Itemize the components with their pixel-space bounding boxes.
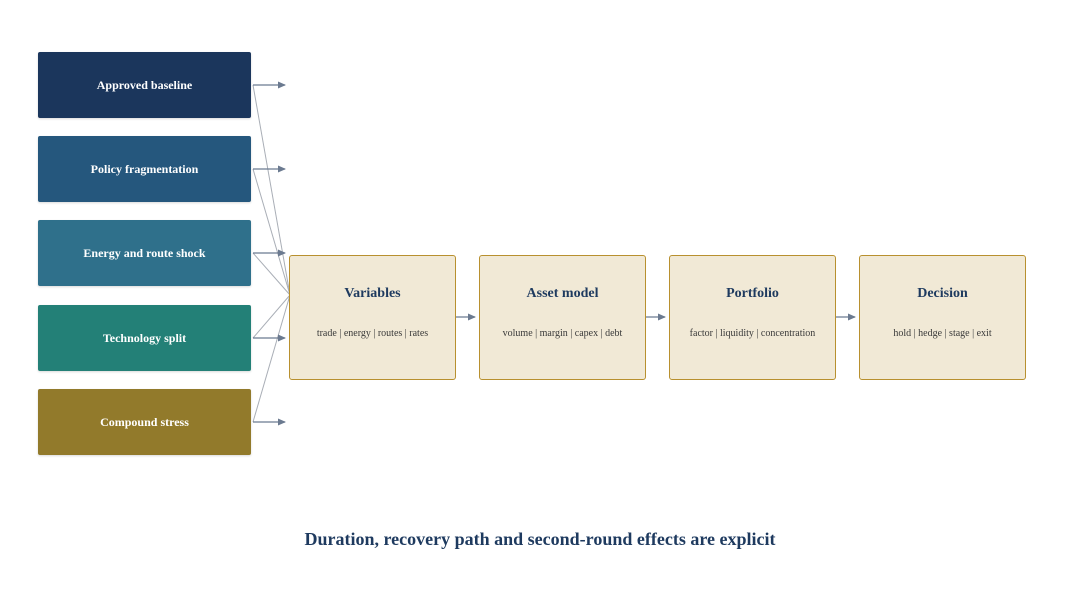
scenario-stub-arrows xyxy=(253,81,286,426)
fan-line-1 xyxy=(252,168,291,296)
stage-asset-model: Asset model volume | margin | capex | de… xyxy=(479,255,646,380)
scenario-label: Policy fragmentation xyxy=(90,161,199,176)
stage-subtitle: hold | hedge | stage | exit xyxy=(893,328,992,339)
scenario-label: Technology split xyxy=(102,330,187,345)
scenario-policy-fragmentation: Policy fragmentation xyxy=(38,136,251,202)
scenario-label: Energy and route shock xyxy=(83,245,206,260)
stage-title: Portfolio xyxy=(726,286,779,301)
fan-line-2 xyxy=(252,252,291,296)
fan-line-3 xyxy=(252,294,291,339)
stage-title: Variables xyxy=(344,286,401,301)
stage-portfolio: Portfolio factor | liquidity | concentra… xyxy=(669,255,836,380)
scenario-label: Approved baseline xyxy=(96,77,193,92)
scenario-fan-lines xyxy=(252,84,291,423)
stage-decision: Decision hold | hedge | stage | exit xyxy=(859,255,1026,380)
scenario-approved-baseline: Approved baseline xyxy=(38,52,251,118)
stage-subtitle: factor | liquidity | concentration xyxy=(689,328,816,339)
stage-variables: Variables trade | energy | routes | rate… xyxy=(289,255,456,380)
stage-title: Asset model xyxy=(526,286,599,301)
scenario-technology-split: Technology split xyxy=(38,305,251,371)
scenario-energy-route-shock: Energy and route shock xyxy=(38,220,251,286)
stage-title: Decision xyxy=(917,286,968,301)
stage-subtitle: volume | margin | capex | debt xyxy=(502,328,623,339)
stage-subtitle: trade | energy | routes | rates xyxy=(316,328,429,339)
diagram-caption: Duration, recovery path and second-round… xyxy=(304,529,776,549)
scenario-compound-stress: Compound stress xyxy=(38,389,251,455)
fan-line-0 xyxy=(252,84,291,296)
scenario-label: Compound stress xyxy=(100,414,189,429)
fan-line-4 xyxy=(252,294,291,423)
